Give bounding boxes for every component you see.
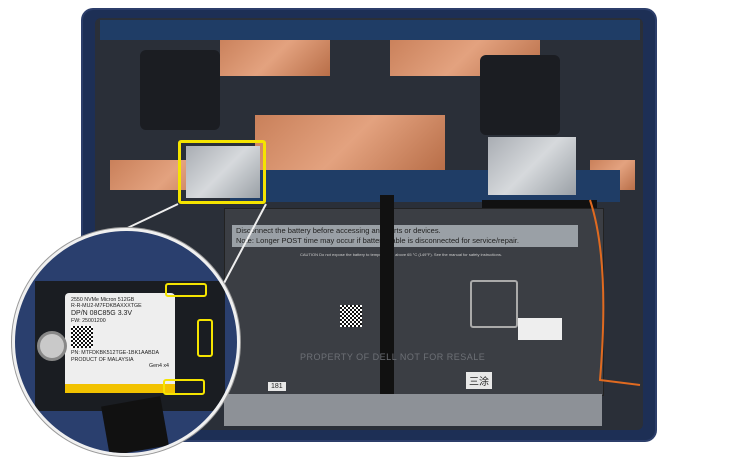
wwan-shield [488,137,576,195]
ssd-qr-code [71,326,93,349]
ssd-dpn: DP/N 08C85G [71,309,116,317]
ssd-shield [186,146,260,198]
battery-qr-code [340,305,362,327]
ssd-origin: PRODUCT OF MALAYSIA [71,356,134,363]
highlight-connector [197,319,213,357]
highlight-screw-top [165,283,207,297]
battery-warning-line2: Note: Longer POST time may occur if batt… [236,236,519,245]
battery-barcode-label [518,318,562,340]
lower-tray [224,394,602,426]
battery-flex-cable [380,195,394,395]
black-tape [101,396,169,453]
ssd-label: 2550 NVMe Micron 512GB R-R-MU2-M7FDKBAXX… [65,293,175,393]
battery-caution-text: CAUTION Do not expose the battery to tem… [300,252,502,257]
battery-warning-label: Disconnect the battery before accessing … [232,225,578,247]
ssd-interface: Gen4 x4 [148,363,169,370]
tray-number-label: 181 [268,382,286,391]
fan-left [140,50,220,130]
resale-notice: PROPERTY OF DELL NOT FOR RESALE [300,352,486,362]
tray-mark-label: 三涂 [466,372,492,389]
fan-right [480,55,560,135]
ssd-model: 2550 NVMe Micron 512GB [71,297,135,303]
ssd-part-number: PN: MTFDKBK512TGE-1BK1AABDA [71,350,160,357]
ssd-firmware: FW: 25001200 [71,317,106,324]
ssd-highlight-box [178,140,266,204]
screw-icon [37,331,67,361]
battery-warning-line1: Disconnect the battery before accessing … [236,226,441,235]
ssd-warning-strip [65,384,175,393]
ssd-magnified-view: 2550 NVMe Micron 512GB R-R-MU2-M7FDKBAXX… [12,228,240,456]
ssd-part-code: R-R-MU2-M7FDKBAXXXTGE [71,303,142,310]
ssd-voltage: 3.3V [117,309,133,317]
copper-heat-pipe [255,115,445,170]
copper-heat-shield-left [220,36,330,76]
highlight-screw-bottom [163,379,205,395]
motherboard-top [100,20,640,40]
recycle-bin-icon [470,280,518,328]
